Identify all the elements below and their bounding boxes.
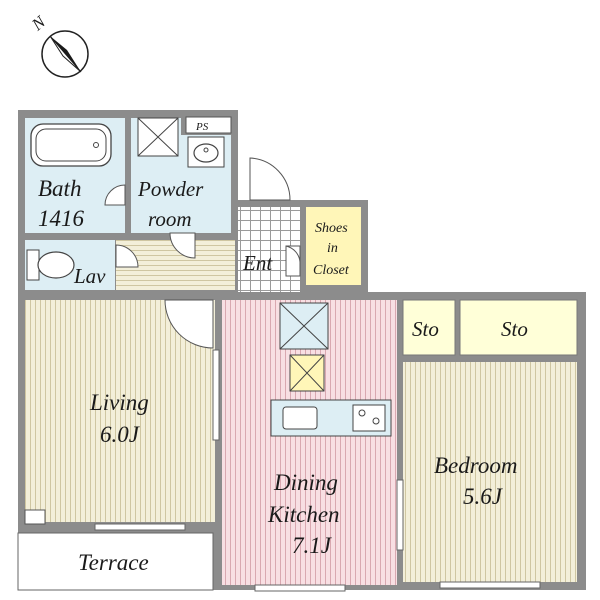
front-door — [249, 157, 291, 201]
living-size: 6.0J — [100, 422, 141, 447]
entrance-label: Ent — [242, 251, 273, 275]
powder-label-line1: Powder — [137, 177, 204, 201]
kitchen-sink-icon — [282, 406, 318, 430]
windows — [94, 349, 541, 592]
storage-right — [459, 299, 578, 356]
ps-label: PS — [195, 121, 209, 133]
lav-label: Lav — [73, 264, 106, 288]
bedroom-size: 5.6J — [463, 484, 504, 509]
dining-label: Dining — [273, 470, 338, 495]
stove-icon — [352, 404, 386, 432]
toilet-icon — [26, 249, 75, 281]
shoes-in-closet — [306, 207, 361, 285]
shoes-label-line2: in — [327, 241, 338, 256]
bath-size: 1416 — [38, 206, 85, 231]
shoes-label-line3: Closet — [313, 263, 350, 278]
kitchen-label: Kitchen — [267, 502, 340, 527]
dining-kitchen-size: 7.1J — [292, 533, 333, 558]
living-door — [164, 299, 214, 349]
pipe-space — [185, 116, 232, 134]
compass: N — [27, 11, 89, 78]
bathtub-icon — [30, 123, 112, 167]
bedroom — [403, 362, 577, 582]
storage-left — [402, 299, 456, 356]
powder-label-line2: room — [148, 207, 192, 231]
shoes-label-line1: Shoes — [315, 221, 348, 236]
living-label: Living — [89, 390, 149, 415]
bedroom-label: Bedroom — [434, 453, 517, 478]
terrace — [17, 532, 214, 591]
lav-door — [115, 244, 139, 268]
storage-left-label: Sto — [412, 317, 439, 341]
bath-door — [104, 184, 126, 206]
bath-label: Bath — [38, 176, 81, 201]
storage-right-label: Sto — [501, 317, 528, 341]
north-arrow-icon — [50, 36, 81, 72]
compass-label: N — [27, 11, 50, 35]
terrace-label: Terrace — [78, 550, 149, 575]
powder-door — [169, 232, 196, 259]
